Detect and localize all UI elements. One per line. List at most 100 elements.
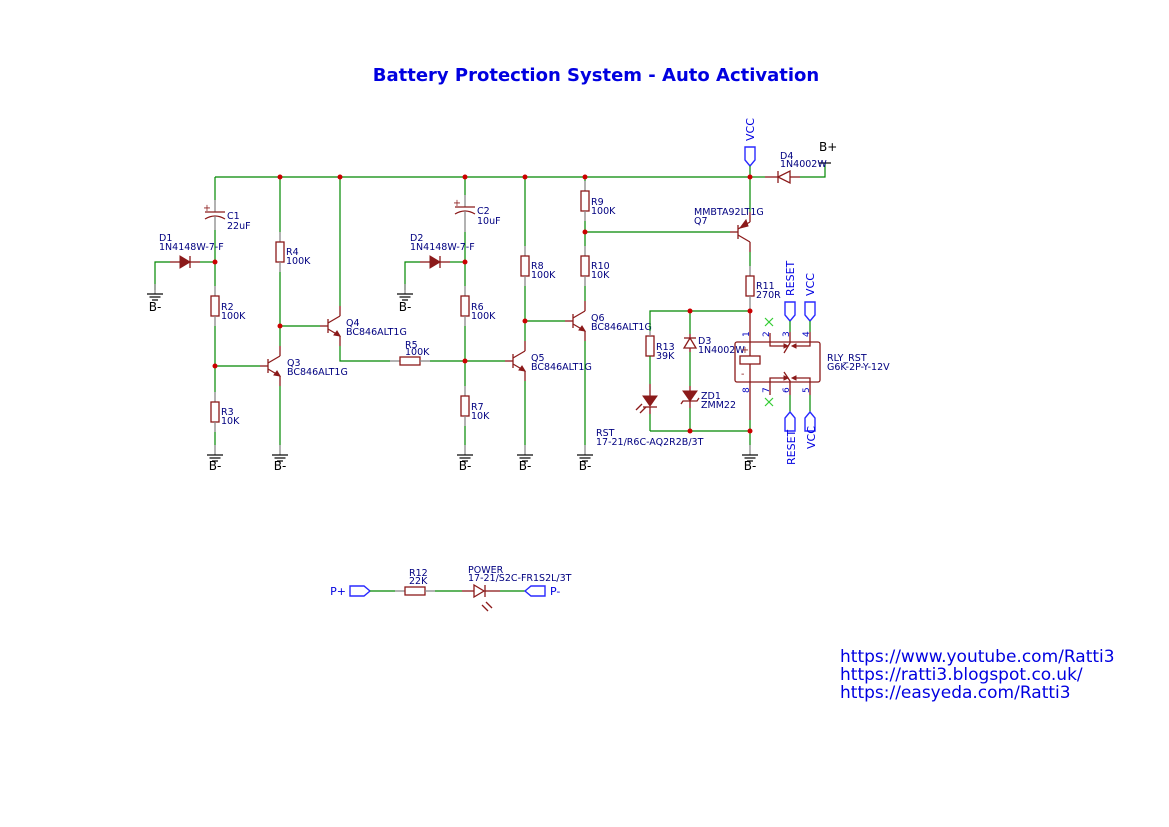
d3-diode xyxy=(682,334,698,352)
q5-value: BC846ALT1G xyxy=(531,362,592,373)
relay-pin-6: 6 xyxy=(782,387,792,393)
r11-value: 270R xyxy=(756,290,781,301)
q4-transistor xyxy=(319,305,341,347)
r12-resistor xyxy=(394,586,436,596)
r10-ref: R10 xyxy=(591,261,610,272)
ground-label: B- xyxy=(274,459,287,473)
r13-resistor xyxy=(645,335,655,357)
r10-value: 10K xyxy=(591,270,610,281)
r3-value: 10K xyxy=(221,416,240,427)
r12-value: 22K xyxy=(409,576,428,587)
r4-ref: R4 xyxy=(286,247,299,258)
q4-ref: Q4 xyxy=(346,318,360,329)
r6-value: 100K xyxy=(471,311,496,322)
r9-ref: R9 xyxy=(591,197,604,208)
r13-ref: R13 xyxy=(656,342,675,353)
ground-symbol xyxy=(146,283,164,301)
relay-pin-7: 7 xyxy=(762,387,772,393)
r8-ref: R8 xyxy=(531,261,544,272)
svg-text:VCC: VCC xyxy=(804,273,817,296)
relay-rst: + - 1 2 3 4 5 6 7 8 xyxy=(734,311,821,420)
relay-pin-8: 8 xyxy=(742,387,752,393)
d2-ref: D2 xyxy=(410,233,423,244)
d1-ref: D1 xyxy=(159,233,172,244)
svg-text:RESET: RESET xyxy=(785,429,798,465)
c2-ref: C2 xyxy=(477,206,490,217)
d2-value: 1N4148W-7-F xyxy=(410,242,475,253)
svg-text:VCC: VCC xyxy=(805,426,818,449)
r3-ref: R3 xyxy=(221,407,234,418)
r6-ref: R6 xyxy=(471,302,484,313)
bplus-label: B+ xyxy=(819,140,837,154)
relay-pin-1: 1 xyxy=(742,331,752,337)
reset-port-top: RESET xyxy=(784,260,797,332)
d4-diode: D4 1N4002W xyxy=(765,151,831,185)
vcc-label: VCC xyxy=(744,118,757,141)
c1-value: 22uF xyxy=(227,221,251,232)
vcc-port: VCC xyxy=(744,118,757,168)
c1-capacitor: + C1 22uF xyxy=(203,177,251,232)
q3-ref: Q3 xyxy=(287,358,301,369)
power-value: 17-21/S2C-FR1S2L/3T xyxy=(468,573,572,584)
d3-ref: D3 xyxy=(698,336,711,347)
ground-label: B- xyxy=(579,459,592,473)
q3-value: BC846ALT1G xyxy=(287,367,348,378)
r2-value: 100K xyxy=(221,311,246,322)
q5-transistor xyxy=(504,340,526,382)
relay-value: G6K-2P-Y-12V xyxy=(827,362,890,373)
ground-label: B- xyxy=(519,459,532,473)
svg-text:P-: P- xyxy=(550,585,560,598)
zd1-zener xyxy=(680,386,700,408)
d4-ref: D4 xyxy=(780,151,793,162)
relay-pin-2: 2 xyxy=(762,331,772,337)
zd1-ref: ZD1 xyxy=(701,391,721,402)
c2-capacitor: + C2 10uF xyxy=(453,177,501,232)
r11-ref: R11 xyxy=(756,281,775,292)
rst-led xyxy=(635,384,658,414)
svg-text:-: - xyxy=(741,369,744,380)
relay-pin-4: 4 xyxy=(802,331,812,337)
svg-text:+: + xyxy=(203,203,211,214)
q7-transistor xyxy=(730,212,751,252)
q7-value: MMBTA92LT1G xyxy=(694,207,764,218)
ground-label: B- xyxy=(744,459,757,473)
r9-resistor xyxy=(580,180,590,222)
q6-transistor xyxy=(564,300,586,342)
vcc-port-bottom: VCC xyxy=(804,395,818,449)
r2-ref: R2 xyxy=(221,302,234,313)
d4-value: 1N4002W xyxy=(780,159,827,170)
zd1-value: ZMM22 xyxy=(701,400,736,411)
r2-resistor xyxy=(210,285,220,327)
relay-pin-3: 3 xyxy=(782,331,792,337)
q6-value: BC846ALT1G xyxy=(591,322,652,333)
relay-ref: RLY_RST xyxy=(827,353,867,364)
relay-pin-5: 5 xyxy=(802,387,812,393)
r7-resistor xyxy=(460,385,470,427)
r7-value: 10K xyxy=(471,411,490,422)
q3-transistor xyxy=(259,345,281,387)
r8-value: 100K xyxy=(531,270,556,281)
r13-value: 39K xyxy=(656,351,675,362)
ground-symbol xyxy=(396,283,414,301)
ground-label: B- xyxy=(399,300,412,314)
r5-resistor xyxy=(389,356,431,366)
youtube-link[interactable]: https://www.youtube.com/Ratti3 xyxy=(840,647,1115,667)
power-ref: POWER xyxy=(468,565,504,576)
easyeda-link[interactable]: https://easyeda.com/Ratti3 xyxy=(840,683,1071,703)
blog-link[interactable]: https://ratti3.blogspot.co.uk/ xyxy=(840,665,1083,685)
svg-text:RESET: RESET xyxy=(784,260,797,296)
pminus-port: P- xyxy=(523,585,560,598)
r8-resistor xyxy=(520,245,530,287)
r3-resistor xyxy=(210,391,220,433)
power-led xyxy=(462,583,500,612)
r9-value: 100K xyxy=(591,206,616,217)
pplus-port: P+ xyxy=(330,585,372,598)
junctions xyxy=(212,174,753,434)
rst-ref: RST xyxy=(596,428,615,439)
r4-value: 100K xyxy=(286,256,311,267)
r11-resistor xyxy=(745,265,755,307)
q6-ref: Q6 xyxy=(591,313,605,324)
ground-label: B- xyxy=(209,459,222,473)
r6-resistor xyxy=(460,285,470,327)
